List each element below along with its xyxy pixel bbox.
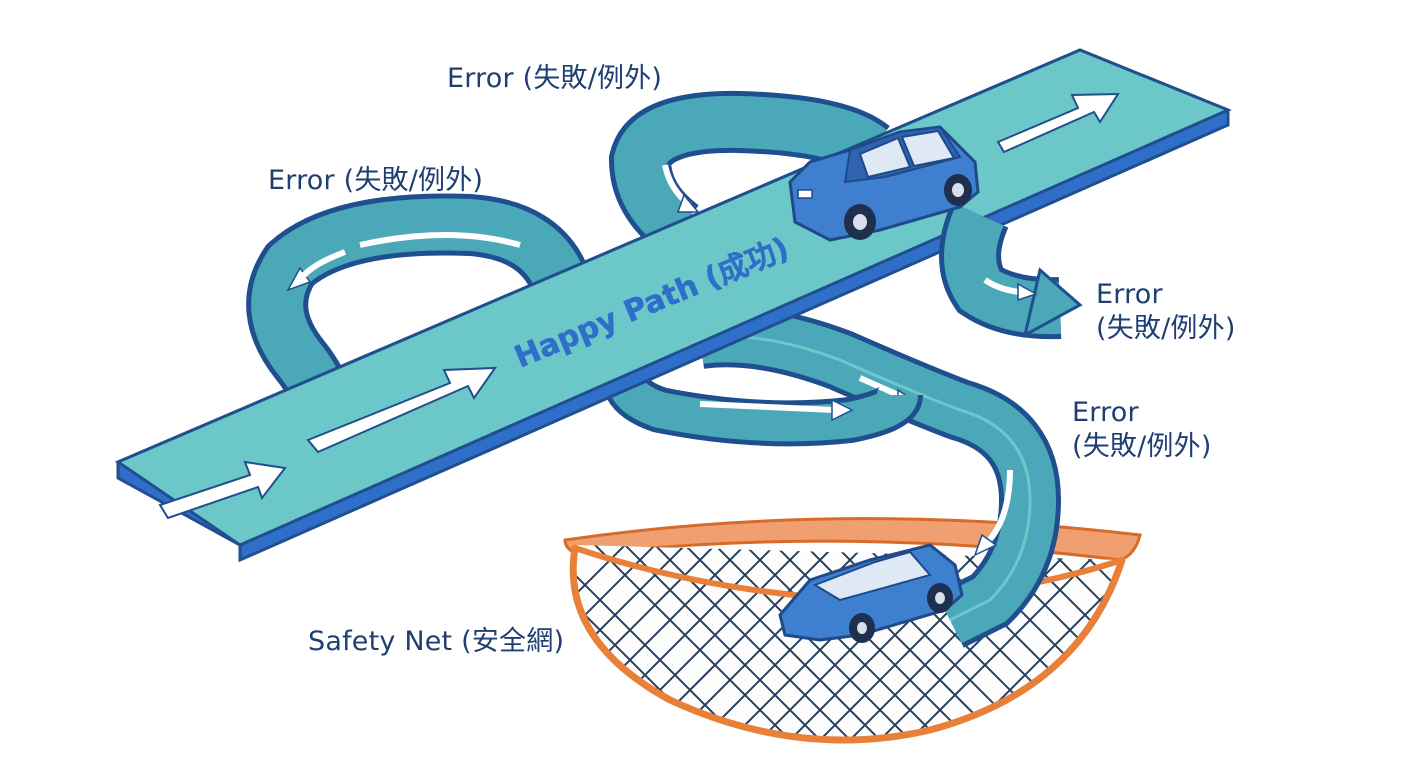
car-on-happy-path	[788, 125, 980, 242]
error-ramp-to-net	[695, 305, 1062, 648]
safety-net-front-rim	[569, 544, 1126, 744]
exit-arrow-head	[1022, 267, 1083, 338]
error-label-right-lower-line1: Error	[1072, 397, 1139, 428]
error-label-right-lower-line2: (失敗/例外)	[1072, 431, 1212, 462]
safety-net-mesh	[573, 545, 1120, 740]
top-loop-ramp	[608, 90, 890, 255]
road-arrows	[158, 92, 1120, 520]
left-loop-ramp	[246, 193, 589, 403]
right-exit-ramp	[939, 202, 1083, 340]
safety-net-label: Safety Net (安全網)	[308, 626, 565, 657]
error-label-top: Error (失敗/例外)	[447, 63, 663, 94]
car-in-safety-net	[778, 543, 964, 643]
error-label-left: Error (失敗/例外)	[268, 165, 484, 196]
error-label-right-upper-line1: Error	[1096, 279, 1163, 310]
error-label-right-upper: Error (失敗/例外)	[1096, 278, 1236, 346]
error-label-right-upper-line2: (失敗/例外)	[1096, 313, 1236, 344]
error-label-right-lower: Error (失敗/例外)	[1072, 396, 1212, 464]
